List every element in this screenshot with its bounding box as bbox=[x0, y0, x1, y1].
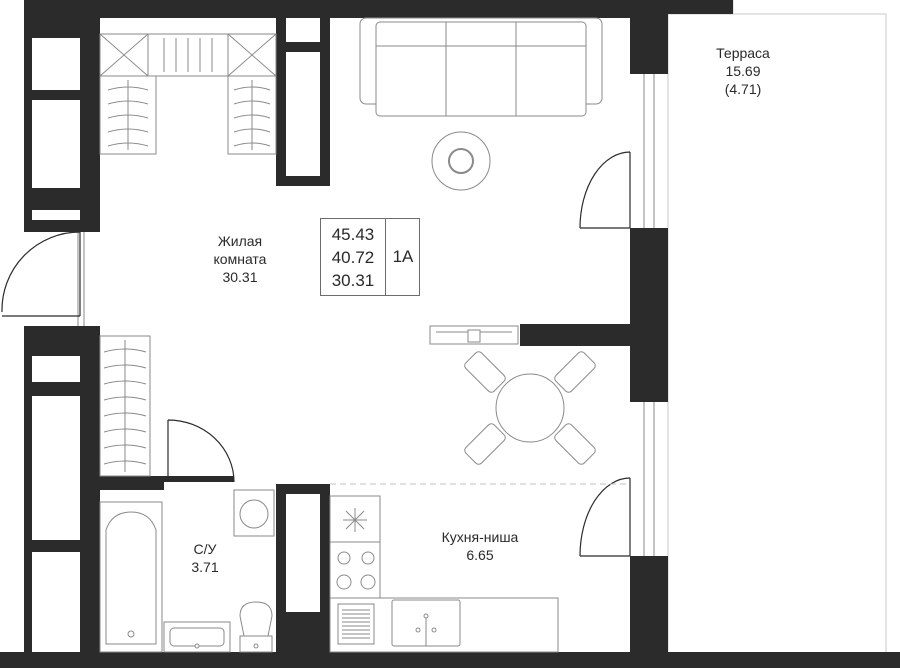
total-area: 45.43 bbox=[331, 225, 375, 244]
area-values: 45.43 40.72 30.31 bbox=[321, 223, 385, 292]
living-room-label: Жилая комната 30.31 bbox=[190, 232, 290, 286]
terrace-label: Терраса 15.69 (4.71) bbox=[693, 44, 793, 98]
tv-console bbox=[429, 325, 519, 345]
window-glazing bbox=[77, 74, 655, 556]
wardrobe-left bbox=[99, 335, 151, 477]
living-area: 30.31 bbox=[331, 271, 375, 290]
bathroom-area: 3.71 bbox=[191, 559, 219, 575]
round-rug bbox=[431, 131, 491, 191]
bathroom-name: С/У bbox=[193, 541, 217, 557]
living-room-name-2: комната bbox=[213, 251, 267, 267]
bathroom-fittings bbox=[99, 489, 275, 653]
terrace-area bbox=[667, 0, 887, 668]
sofa bbox=[359, 17, 603, 117]
kitchen-fittings bbox=[329, 495, 559, 653]
door-swings bbox=[1, 151, 631, 557]
dining-table bbox=[464, 351, 596, 465]
bathroom-label: С/У 3.71 bbox=[175, 540, 235, 576]
terrace-name: Терраса bbox=[716, 45, 770, 61]
kitchen-label: Кухня-ниша 6.65 bbox=[420, 528, 540, 564]
living-area-total: 40.72 bbox=[331, 248, 375, 267]
kitchen-area: 6.65 bbox=[466, 547, 494, 563]
area-summary-box: 45.43 40.72 30.31 1А bbox=[320, 218, 420, 296]
apartment-type: 1А bbox=[392, 247, 414, 266]
kitchen-name: Кухня-ниша bbox=[441, 529, 519, 545]
living-room-area: 30.31 bbox=[222, 269, 258, 285]
terrace-area: 15.69 bbox=[725, 63, 761, 79]
area-box-divider bbox=[385, 219, 386, 295]
terrace-coef-area: (4.71) bbox=[724, 81, 762, 97]
living-room-name-1: Жилая bbox=[217, 233, 263, 249]
wardrobe-top bbox=[99, 33, 277, 155]
